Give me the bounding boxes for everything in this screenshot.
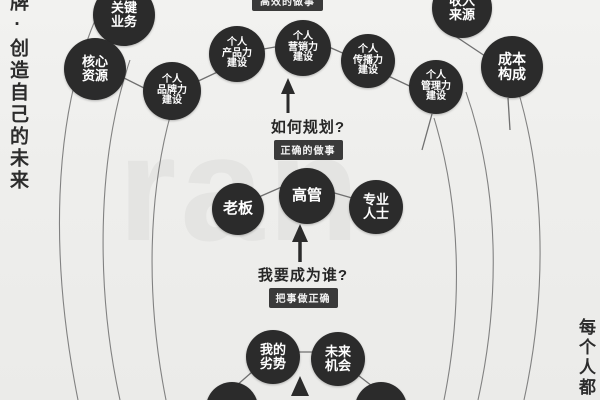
node-line: 人士 [362,206,389,221]
node-line: 建设 [426,91,446,103]
node-line: 个人 [227,37,247,49]
node-line: 构成 [498,66,526,82]
node-line: 管理力 [421,80,451,92]
top-banner: 高效的做事 [252,0,323,11]
node-line: 我的 [259,342,286,358]
node-line: 资源 [81,68,108,83]
node-line: 老板 [222,200,253,218]
side-text-right: 每个人都 [576,318,595,398]
node-line: 核心 [81,54,108,70]
node-cost-structure[interactable]: 成本 构成 [481,36,543,98]
node-my-strength[interactable]: 我的 [206,382,258,400]
arrow-bottom [291,376,309,396]
node-line: 产品力 [222,47,252,59]
node-line: 建设 [358,65,378,77]
question-title: 我要成为谁? [257,267,349,284]
node-personal-brand[interactable]: 个人 品牌力 建设 [143,62,201,120]
node-core-resource[interactable]: 核心 资源 [64,38,126,100]
node-line: 建设 [293,52,313,64]
node-line: 品牌力 [157,84,187,96]
node-line: 来源 [448,7,475,22]
node-personal-spread[interactable]: 个人 传播力 建设 [341,34,395,88]
node-line: 个人 [358,44,378,56]
node-line: 专业 [362,192,389,208]
node-personal-marketing[interactable]: 个人 营销力 建设 [275,20,331,76]
node-line: 机会 [324,358,351,373]
question-label-become: 我要成为谁? 把事做正确 [238,264,368,308]
node-line: 高管 [291,187,322,205]
node-line: 劣势 [259,356,286,371]
node-professional[interactable]: 专业 人士 [349,180,403,234]
node-line: 关键 [110,0,137,16]
node-line: 营销力 [288,41,318,53]
question-label-plan: 如何规划? 正确的做事 [248,116,368,160]
node-executive[interactable]: 高管 [279,168,335,224]
arrow-plan [281,78,295,113]
node-line: 个人 [426,70,446,82]
node-line: 个人 [162,74,182,86]
node-line: 个人 [293,31,313,43]
node-line: 建设 [162,95,182,107]
node-my-weakness[interactable]: 我的 劣势 [246,330,300,384]
node-line: 建设 [227,58,247,70]
question-title: 如何规划? [270,119,346,136]
side-text-left: 牌·创造自己的未来 [7,0,28,192]
question-badge: 把事做正确 [268,288,338,308]
node-boss[interactable]: 老板 [212,183,264,235]
node-future-opportunity[interactable]: 未来 机会 [311,332,365,386]
arrow-become [292,224,308,262]
node-line: 收入 [448,0,475,9]
node-line: 成本 [498,51,526,68]
node-line: 传播力 [353,54,383,66]
node-income-source[interactable]: 收入 来源 [432,0,492,38]
node-line: 业务 [110,14,137,29]
node-personal-manage[interactable]: 个人 管理力 建设 [409,60,463,114]
node-personal-product[interactable]: 个人 产品力 建设 [209,26,265,82]
question-badge: 正确的做事 [273,140,343,160]
node-line: 未来 [324,344,351,360]
node-future-risk[interactable]: 未来 [355,382,407,400]
